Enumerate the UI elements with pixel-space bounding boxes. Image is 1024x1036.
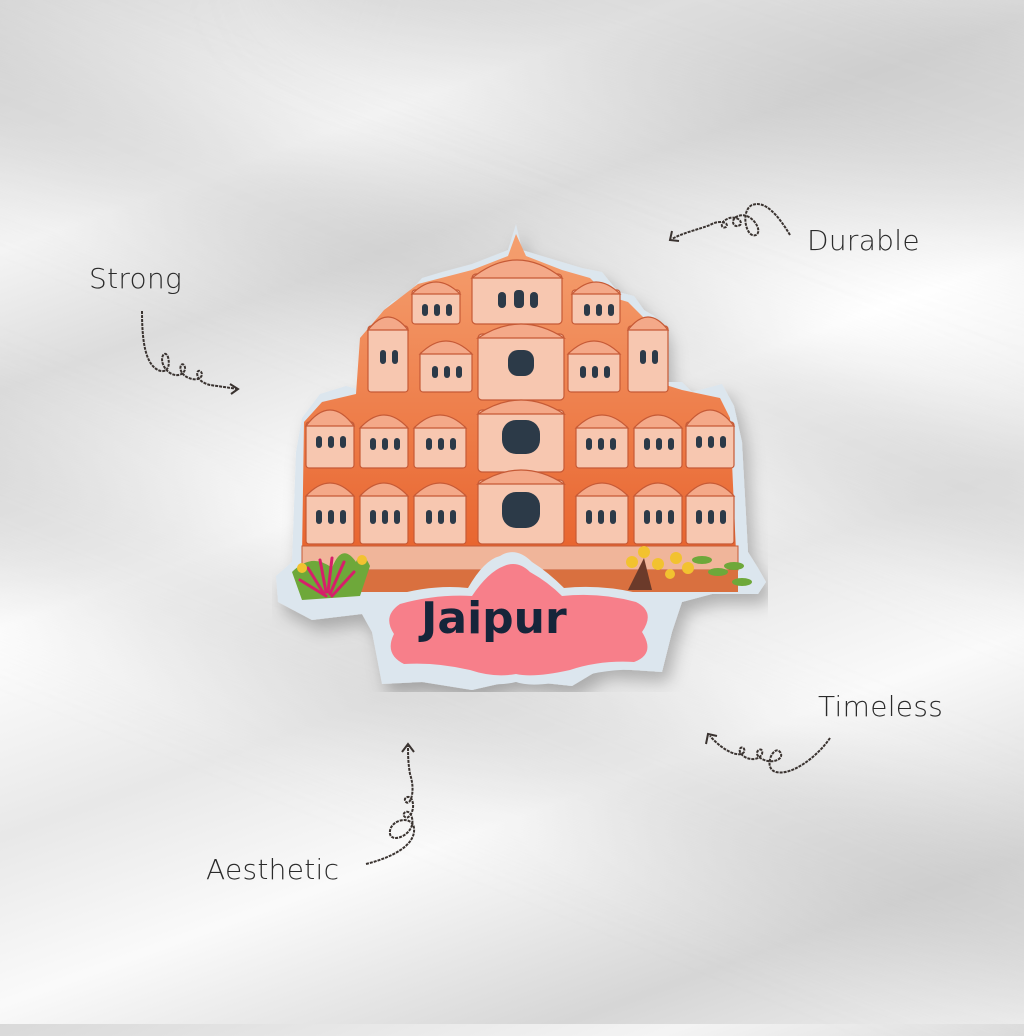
squiggle-arrow-icon — [668, 203, 791, 242]
feature-label-aesthetic: Aesthetic — [206, 853, 340, 886]
squiggle-arrow-icon — [365, 742, 416, 865]
flower-icon — [292, 553, 370, 600]
squiggle-arrow-icon — [705, 732, 831, 774]
hawa-mahal-sticker — [276, 224, 766, 690]
feature-label-timeless: Timeless — [818, 690, 944, 723]
feature-label-durable: Durable — [807, 224, 920, 257]
feature-label-strong: Strong — [89, 262, 183, 295]
squiggle-arrow-icon — [141, 310, 240, 395]
